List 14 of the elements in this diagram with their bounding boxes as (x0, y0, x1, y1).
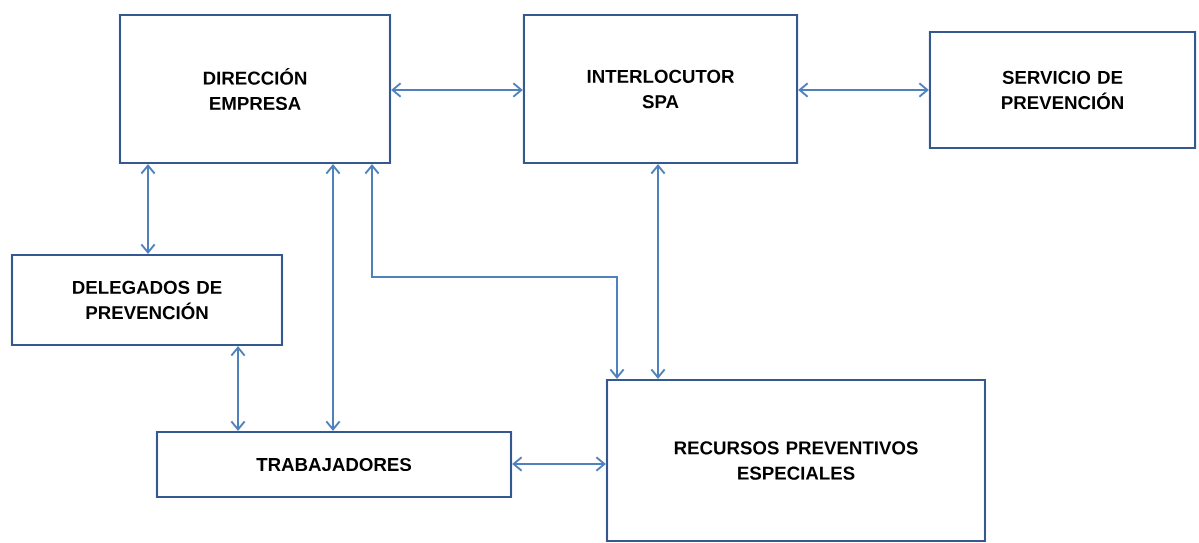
process-box: DELEGADOS DE PREVENCIÓN (10, 253, 284, 347)
arrow (391, 82, 523, 98)
process-box: INTERLOCUTOR SPA (522, 13, 799, 165)
arrow (364, 164, 625, 379)
process-box: DIRECCIÓN EMPRESA (118, 13, 392, 165)
process-box: SERVICIO DE PREVENCIÓN (928, 30, 1197, 150)
process-box: RECURSOS PREVENTIVOS ESPECIALES (605, 378, 987, 543)
arrow (325, 164, 341, 431)
arrow (798, 82, 929, 98)
arrow (650, 164, 666, 379)
process-box: TRABAJADORES (155, 430, 513, 499)
arrow (512, 456, 606, 472)
arrow (230, 346, 246, 431)
arrow (140, 164, 156, 254)
